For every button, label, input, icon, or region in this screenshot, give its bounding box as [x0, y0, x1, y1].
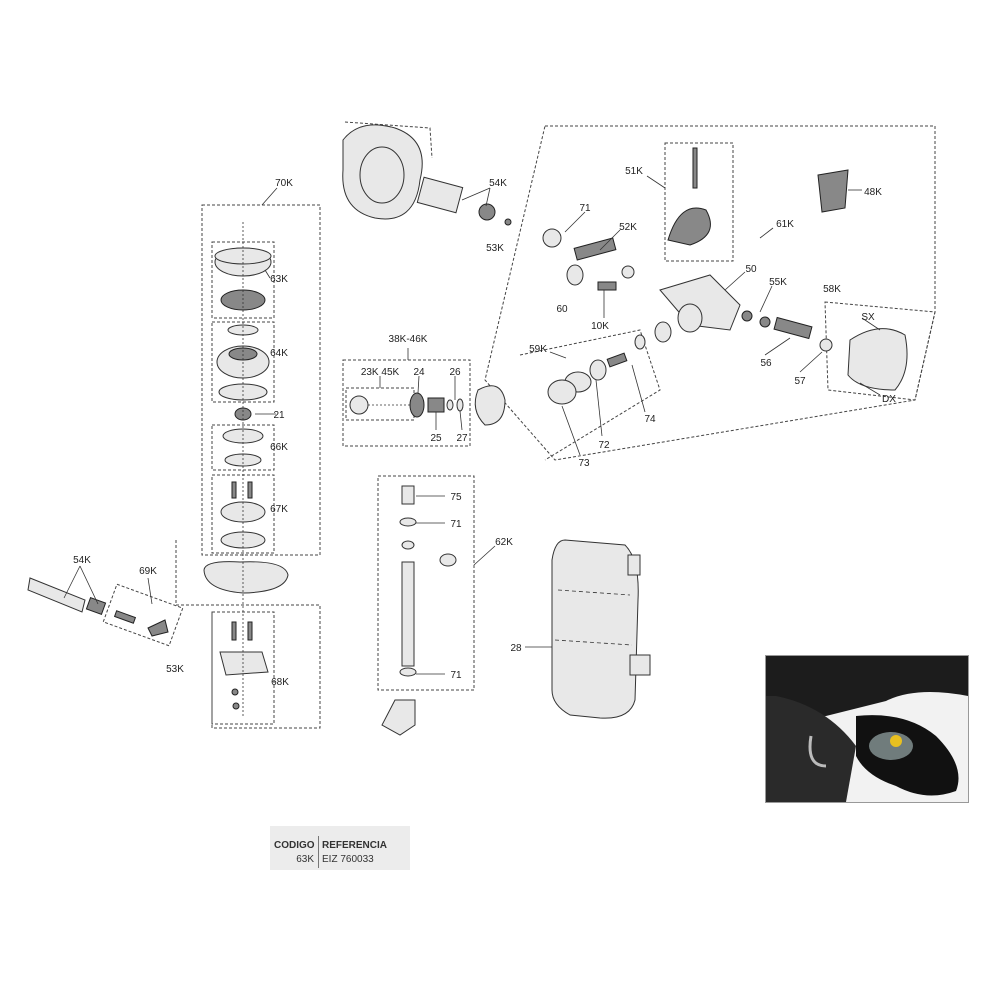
label-74: 74: [644, 414, 656, 425]
table-divider: [318, 836, 319, 868]
mouthpiece-assembly: [342, 121, 512, 226]
label-71-mid: 71: [450, 519, 462, 530]
label-53k-top: 53K: [486, 243, 504, 254]
tube-assembly-62k: [377, 475, 475, 736]
label-28: 28: [510, 643, 522, 654]
label-62k: 62K: [495, 537, 513, 548]
label-52k: 52K: [619, 222, 637, 233]
label-55k: 55K: [769, 277, 787, 288]
label-25: 25: [430, 433, 442, 444]
label-56: 56: [760, 358, 772, 369]
label-53k-left: 53K: [166, 664, 184, 675]
product-photo: [765, 655, 969, 803]
part-labels: 70K 63K 64K 21 66K 67K 54K 69K 53K 68K 5…: [73, 166, 896, 688]
label-58k: 58K: [823, 284, 841, 295]
label-66k: 66K: [270, 442, 288, 453]
label-70k: 70K: [275, 178, 293, 189]
reference-value: EIZ 760033: [322, 854, 374, 865]
label-sx: SX: [861, 312, 875, 323]
label-10k: 10K: [591, 321, 609, 332]
label-23k-45k: 23K 45K: [361, 367, 400, 378]
label-51k: 51K: [625, 166, 643, 177]
label-59k: 59K: [529, 344, 547, 355]
label-54k-top: 54K: [489, 178, 507, 189]
label-64k: 64K: [270, 348, 288, 359]
label-63k: 63K: [270, 274, 288, 285]
label-21: 21: [273, 410, 285, 421]
label-24: 24: [413, 367, 425, 378]
code-value: 63K: [296, 854, 314, 865]
label-38k-46k: 38K-46K: [389, 334, 428, 345]
label-75: 75: [450, 492, 462, 503]
label-71-low: 71: [450, 670, 462, 681]
housing-assembly-61k: [484, 125, 936, 461]
label-57: 57: [794, 376, 806, 387]
label-dx: DX: [882, 394, 896, 405]
label-67k: 67K: [270, 504, 288, 515]
header-codigo: CODIGO: [274, 840, 315, 851]
label-26: 26: [449, 367, 461, 378]
leader-lines: [63, 175, 881, 675]
bladder-28: [551, 539, 651, 719]
label-60: 60: [556, 304, 568, 315]
header-referencia: REFERENCIA: [322, 840, 388, 851]
label-54k-left: 54K: [73, 555, 91, 566]
label-73: 73: [578, 458, 590, 469]
assembly-70k: [175, 204, 321, 729]
label-61k: 61K: [776, 219, 794, 230]
cover-48k: [817, 169, 849, 213]
label-69k: 69K: [139, 566, 157, 577]
label-50: 50: [745, 264, 757, 275]
label-68k: 68K: [271, 677, 289, 688]
hose-assembly-69k: [27, 577, 184, 647]
valve-assembly-38k-46k: [342, 348, 506, 447]
label-71-top: 71: [579, 203, 591, 214]
label-48k: 48K: [864, 187, 882, 198]
code-table: CODIGO REFERENCIA 63K EIZ 760033: [270, 826, 410, 870]
label-72: 72: [598, 440, 610, 451]
label-27: 27: [456, 433, 468, 444]
